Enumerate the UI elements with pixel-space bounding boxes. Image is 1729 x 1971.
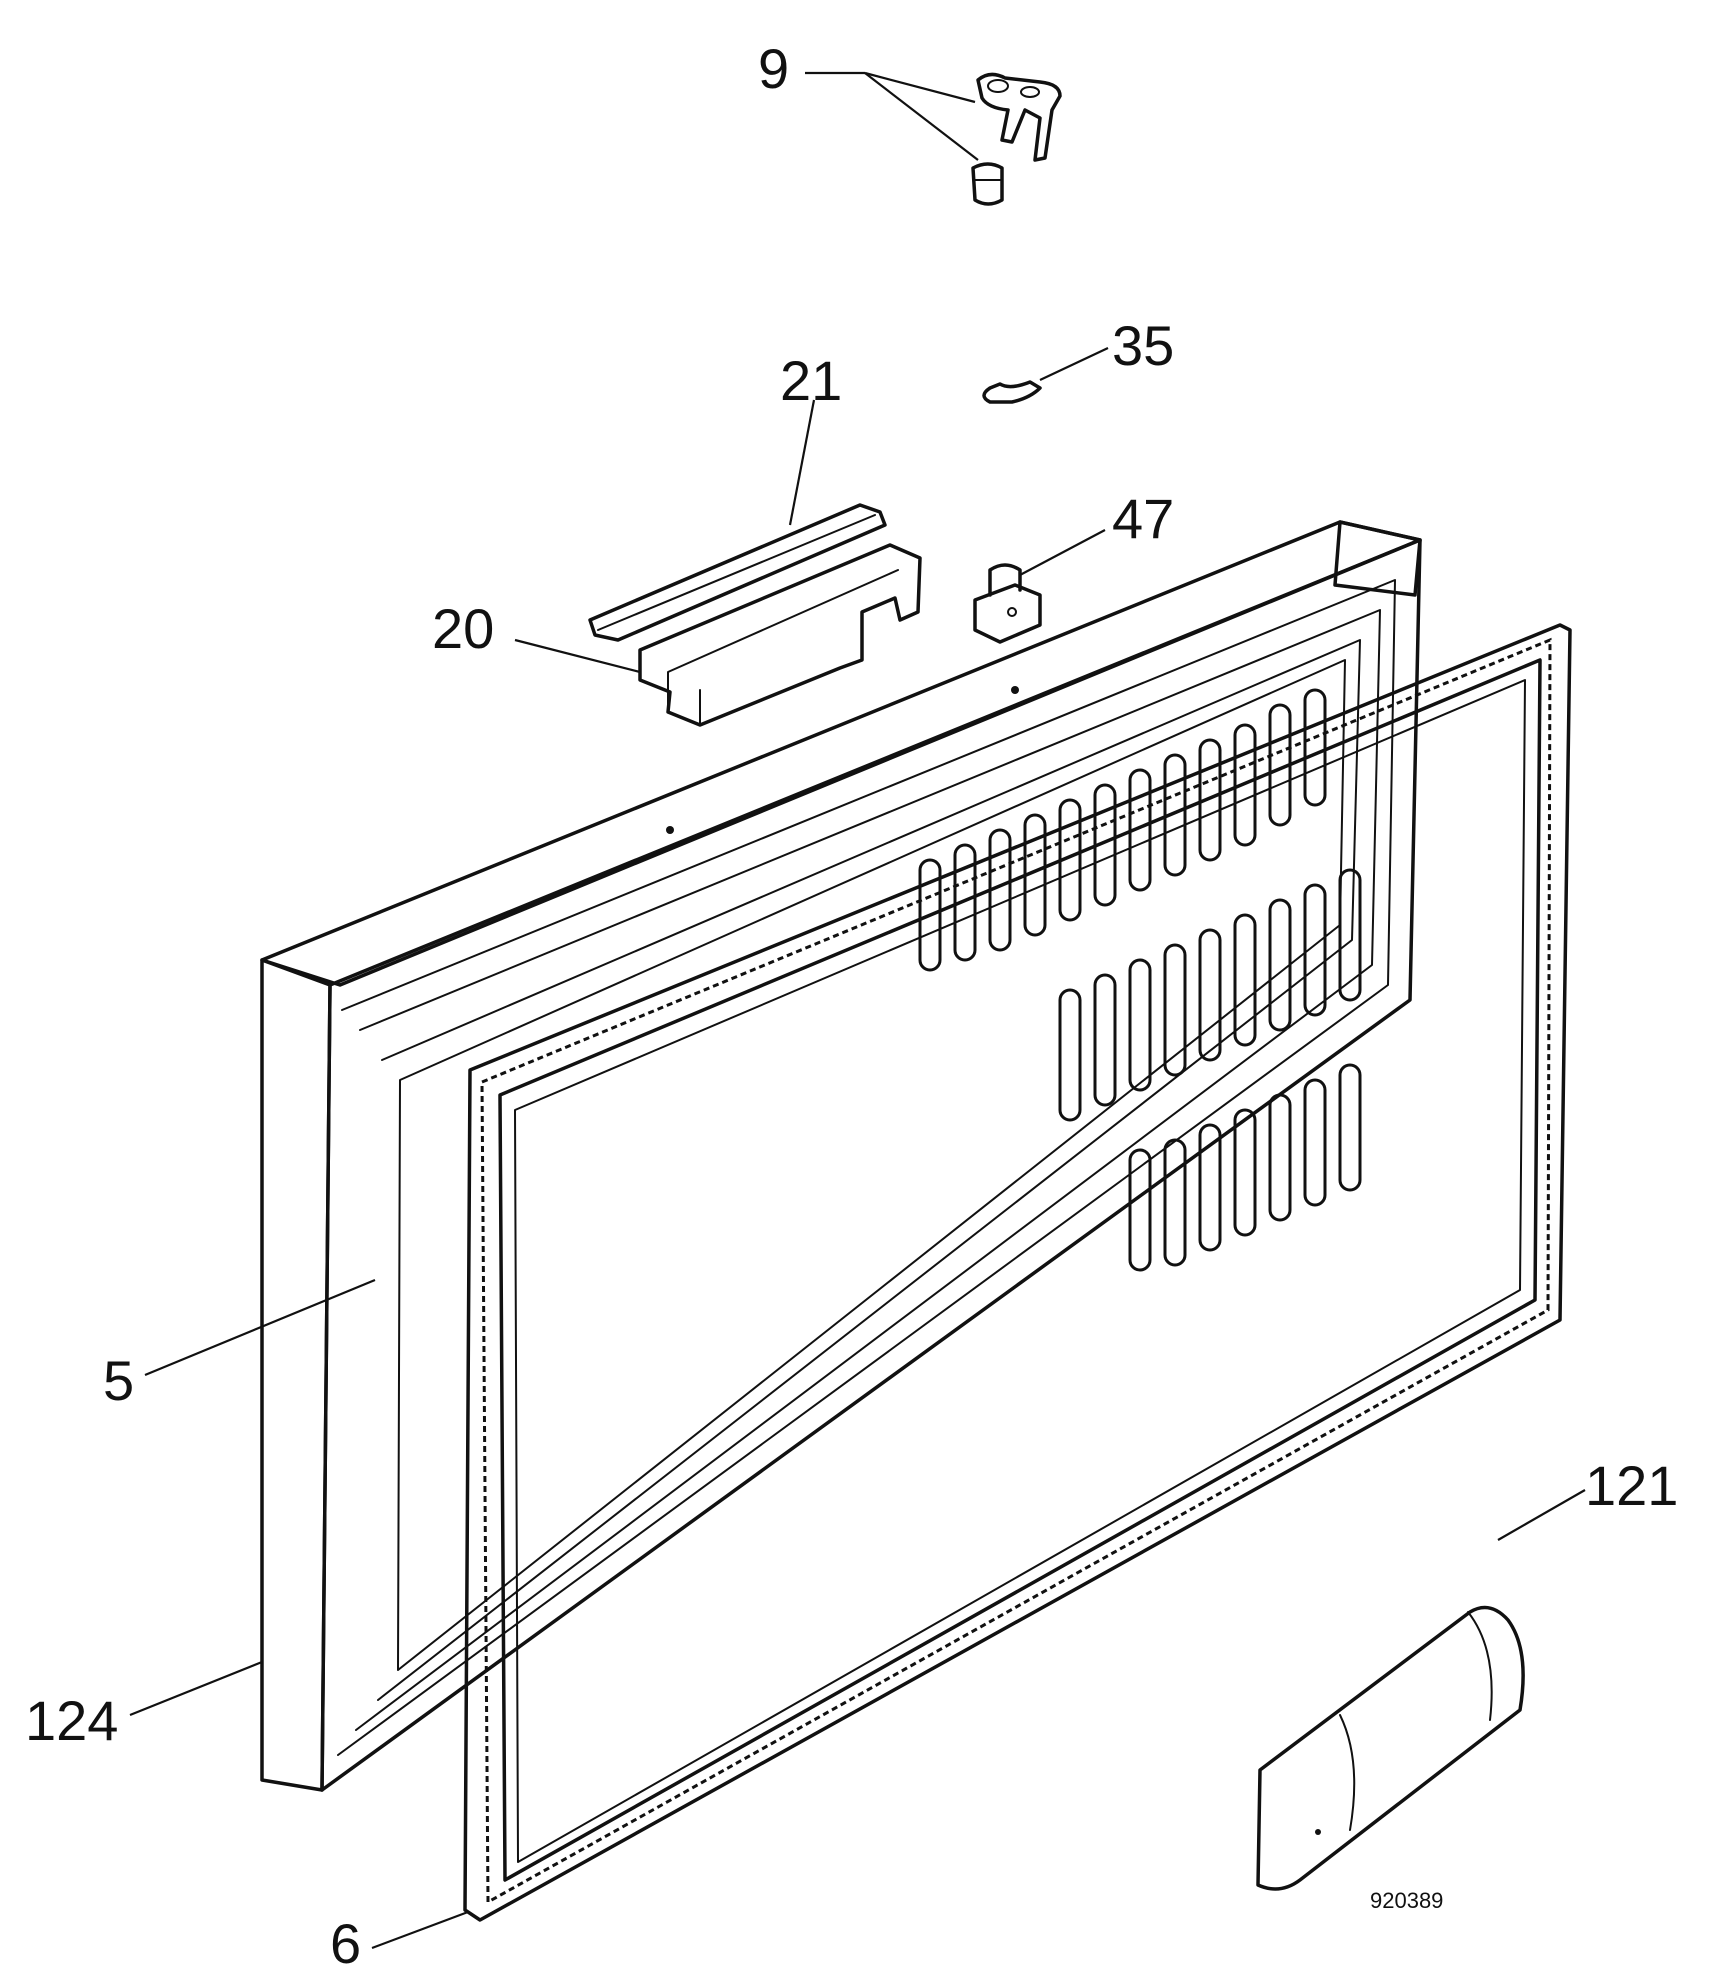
callout-9: 9 [758,37,789,100]
callout-121: 121 [1585,1454,1678,1517]
document-number: 920389 [1370,1888,1443,1913]
callout-124: 124 [25,1689,118,1752]
liner-ribs [918,688,1362,1272]
callout-21: 21 [780,349,842,412]
door-outer-panel [260,520,1422,1792]
lock-clip [976,72,1062,162]
callout-35: 35 [1112,314,1174,377]
callout-47: 47 [1112,487,1174,550]
callout-labels: 9 35 21 47 20 5 121 124 6 920389 [25,37,1678,1971]
callout-5: 5 [103,1349,134,1412]
door-inner-liner [397,659,1362,1671]
hinge-plate [588,503,887,642]
spring-clip [982,380,1042,404]
hinge-bracket [638,543,922,727]
callout-20: 20 [432,597,494,660]
leader-lines [129,71,1586,1950]
door-gasket [463,623,1572,1922]
callout-6: 6 [330,1912,361,1971]
door-handle [1256,1605,1525,1891]
hinge-pin [973,563,1042,644]
lock-cap [971,162,1004,206]
